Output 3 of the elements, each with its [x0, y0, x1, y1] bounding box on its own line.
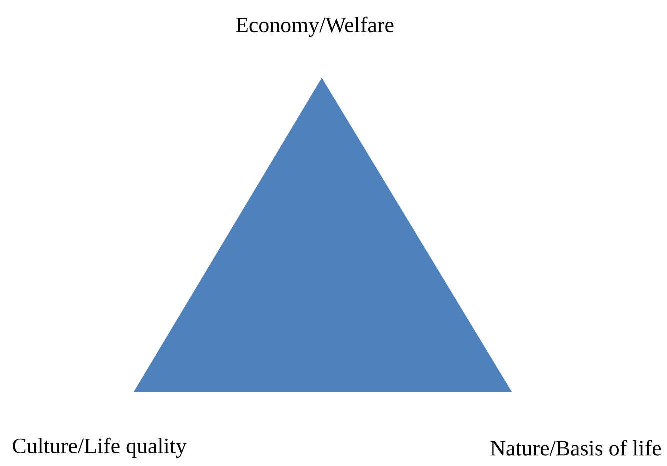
vertex-label: Culture/Life quality	[13, 438, 187, 458]
vertex-label: Nature/Basis of life	[490, 440, 662, 456]
vertex-label: Economy/Welfare	[236, 16, 394, 38]
